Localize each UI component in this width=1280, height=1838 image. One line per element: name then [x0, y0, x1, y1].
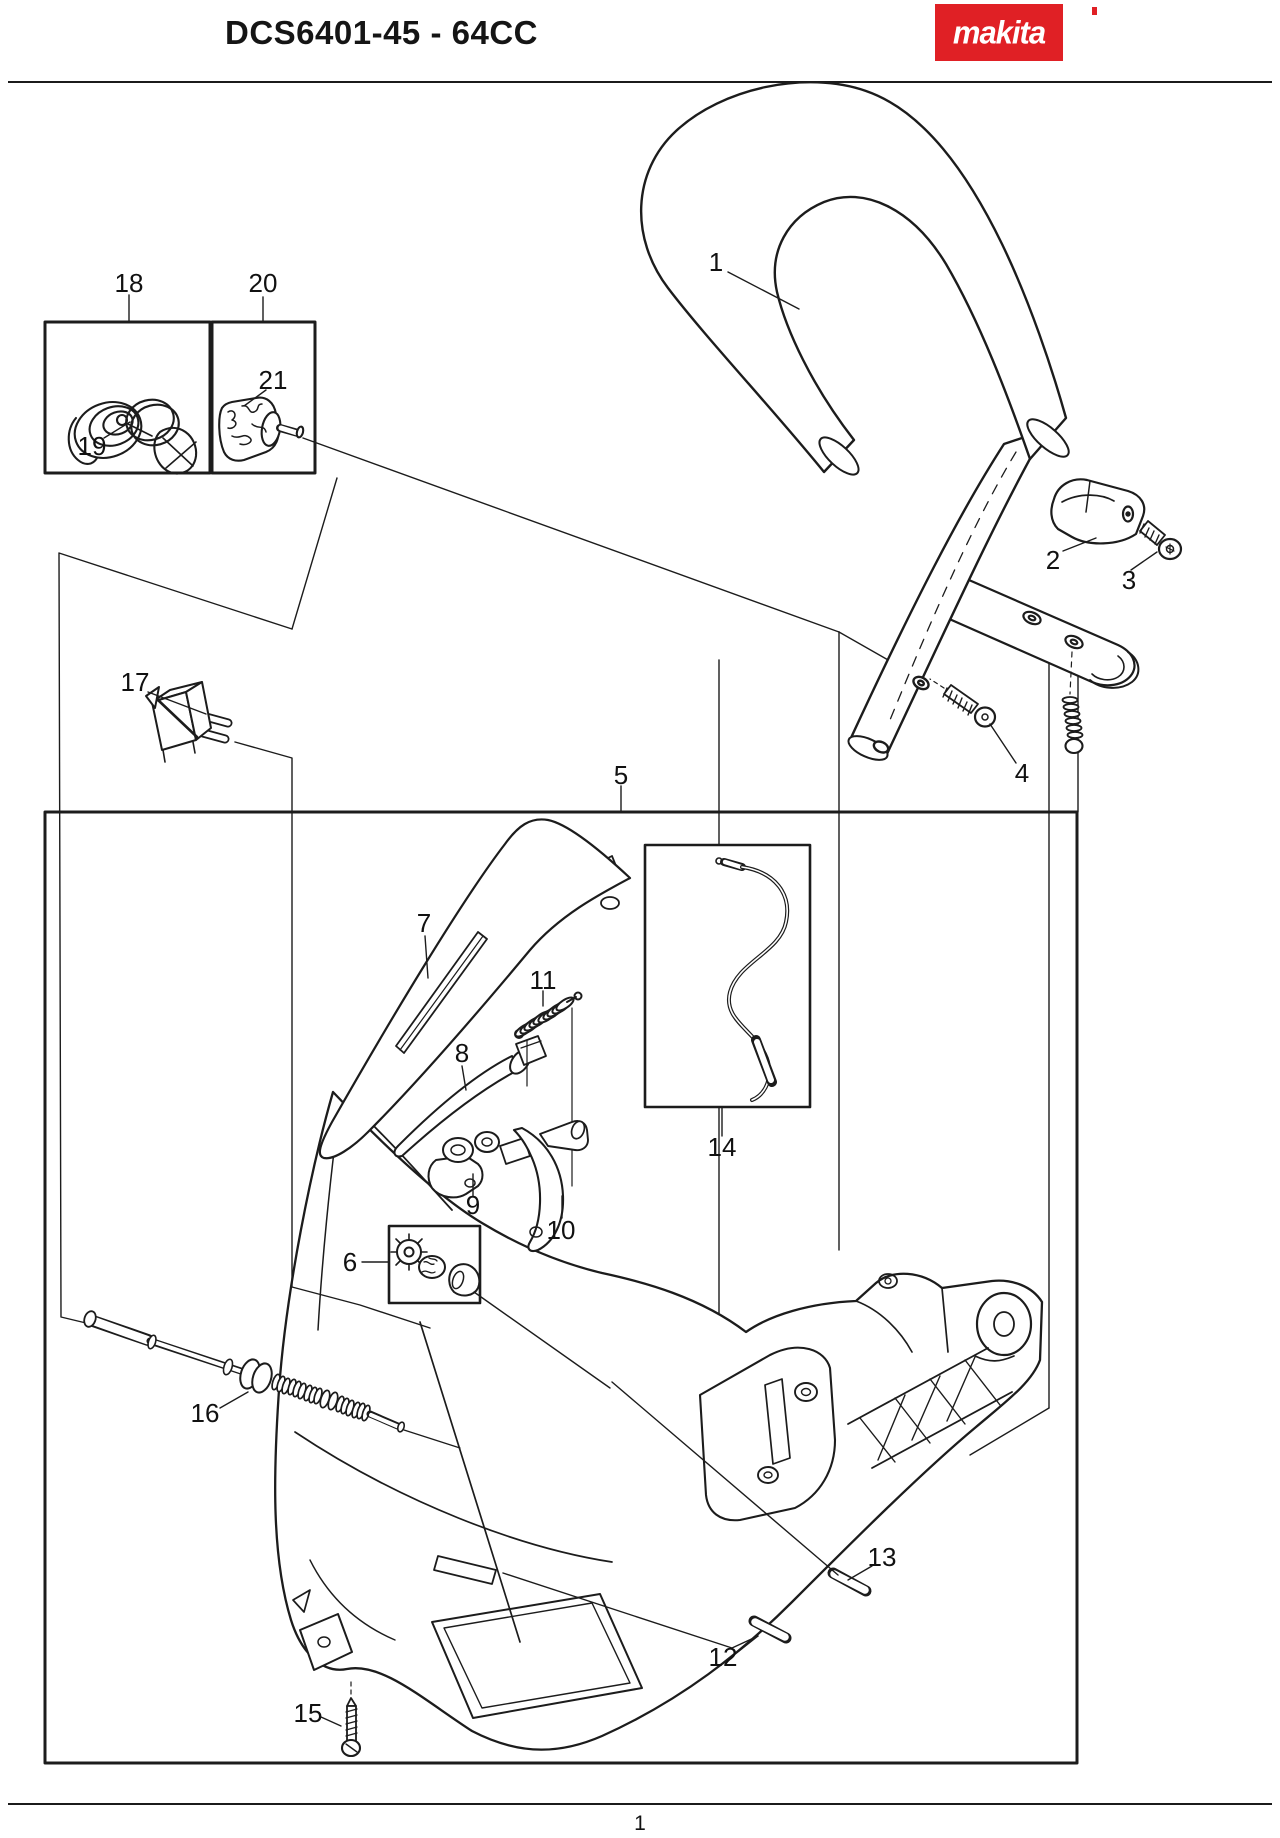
- screw-part-3: [1139, 520, 1183, 561]
- callout-label-14: 14: [708, 1132, 737, 1162]
- makita-logo-text: makita: [952, 13, 1046, 51]
- inset-box-18: [43, 320, 212, 475]
- makita-logo: makita: [935, 4, 1063, 61]
- top-cover-part-7: [318, 818, 632, 1160]
- callout-label-17: 17: [121, 667, 150, 697]
- lockout-lever-part-9: [427, 1131, 531, 1199]
- handlebar-mount-bar: [936, 568, 1140, 689]
- page-number: 1: [634, 1812, 646, 1835]
- handlebar-tube: [848, 428, 1048, 758]
- callout-label-10: 10: [547, 1215, 576, 1245]
- callout-label-5: 5: [614, 760, 628, 790]
- throttle-trigger-part-10: [512, 1120, 589, 1253]
- handlebar-loop: [640, 81, 1068, 474]
- handlebar-part-1: [640, 81, 1070, 761]
- callout-label-9: 9: [466, 1190, 480, 1220]
- callout-label-7: 7: [417, 908, 431, 938]
- inset-box-6: [387, 1224, 482, 1305]
- inset-box-14: [643, 843, 812, 1109]
- callout-label-16: 16: [191, 1398, 220, 1428]
- logo-registered-mark: [1092, 7, 1097, 15]
- clamp-part-2: [1050, 478, 1146, 545]
- stop-switch-part-17: [145, 681, 233, 763]
- throttle-cable-part-14: [715, 857, 790, 1102]
- page-title: DCS6401-45 - 64CC: [225, 14, 538, 51]
- main-box-5: [43, 810, 1079, 1765]
- leader-lines: [103, 271, 1158, 1727]
- callout-label-3: 3: [1122, 565, 1136, 595]
- projection-lines: [58, 437, 1079, 1456]
- throttle-rod-part-16: [83, 1310, 461, 1449]
- throttle-lever-part-8: [393, 1035, 547, 1158]
- callout-label-8: 8: [455, 1038, 469, 1068]
- callout-label-6: 6: [343, 1247, 357, 1277]
- callout-label-21: 21: [259, 365, 288, 395]
- bar-screw: [1061, 651, 1084, 755]
- fuel-filter-part-21: [218, 396, 305, 462]
- spring-part-11: [514, 991, 583, 1187]
- header-rule: [8, 81, 1272, 83]
- callout-label-19: 19: [78, 431, 107, 461]
- pin-part-13: [827, 1567, 872, 1597]
- fuel-cap-part-19: [67, 398, 198, 475]
- callout-label-20: 20: [249, 268, 278, 298]
- callout-label-2: 2: [1046, 545, 1060, 575]
- callout-labels: 1 2 3 4 5 6 7 8 9 10 11 12 13 14 15 16 1…: [78, 247, 1137, 1728]
- footer-rule: [8, 1803, 1272, 1805]
- callout-label-12: 12: [709, 1642, 738, 1672]
- callout-label-18: 18: [115, 268, 144, 298]
- callout-label-13: 13: [868, 1542, 897, 1572]
- screw-part-4: [929, 678, 997, 728]
- callout-label-11: 11: [530, 965, 557, 995]
- screw-part-15: [340, 1681, 362, 1758]
- callout-label-1: 1: [709, 247, 723, 277]
- callout-label-15: 15: [294, 1698, 323, 1728]
- callout-label-4: 4: [1015, 758, 1029, 788]
- pin-part-12: [748, 1615, 792, 1644]
